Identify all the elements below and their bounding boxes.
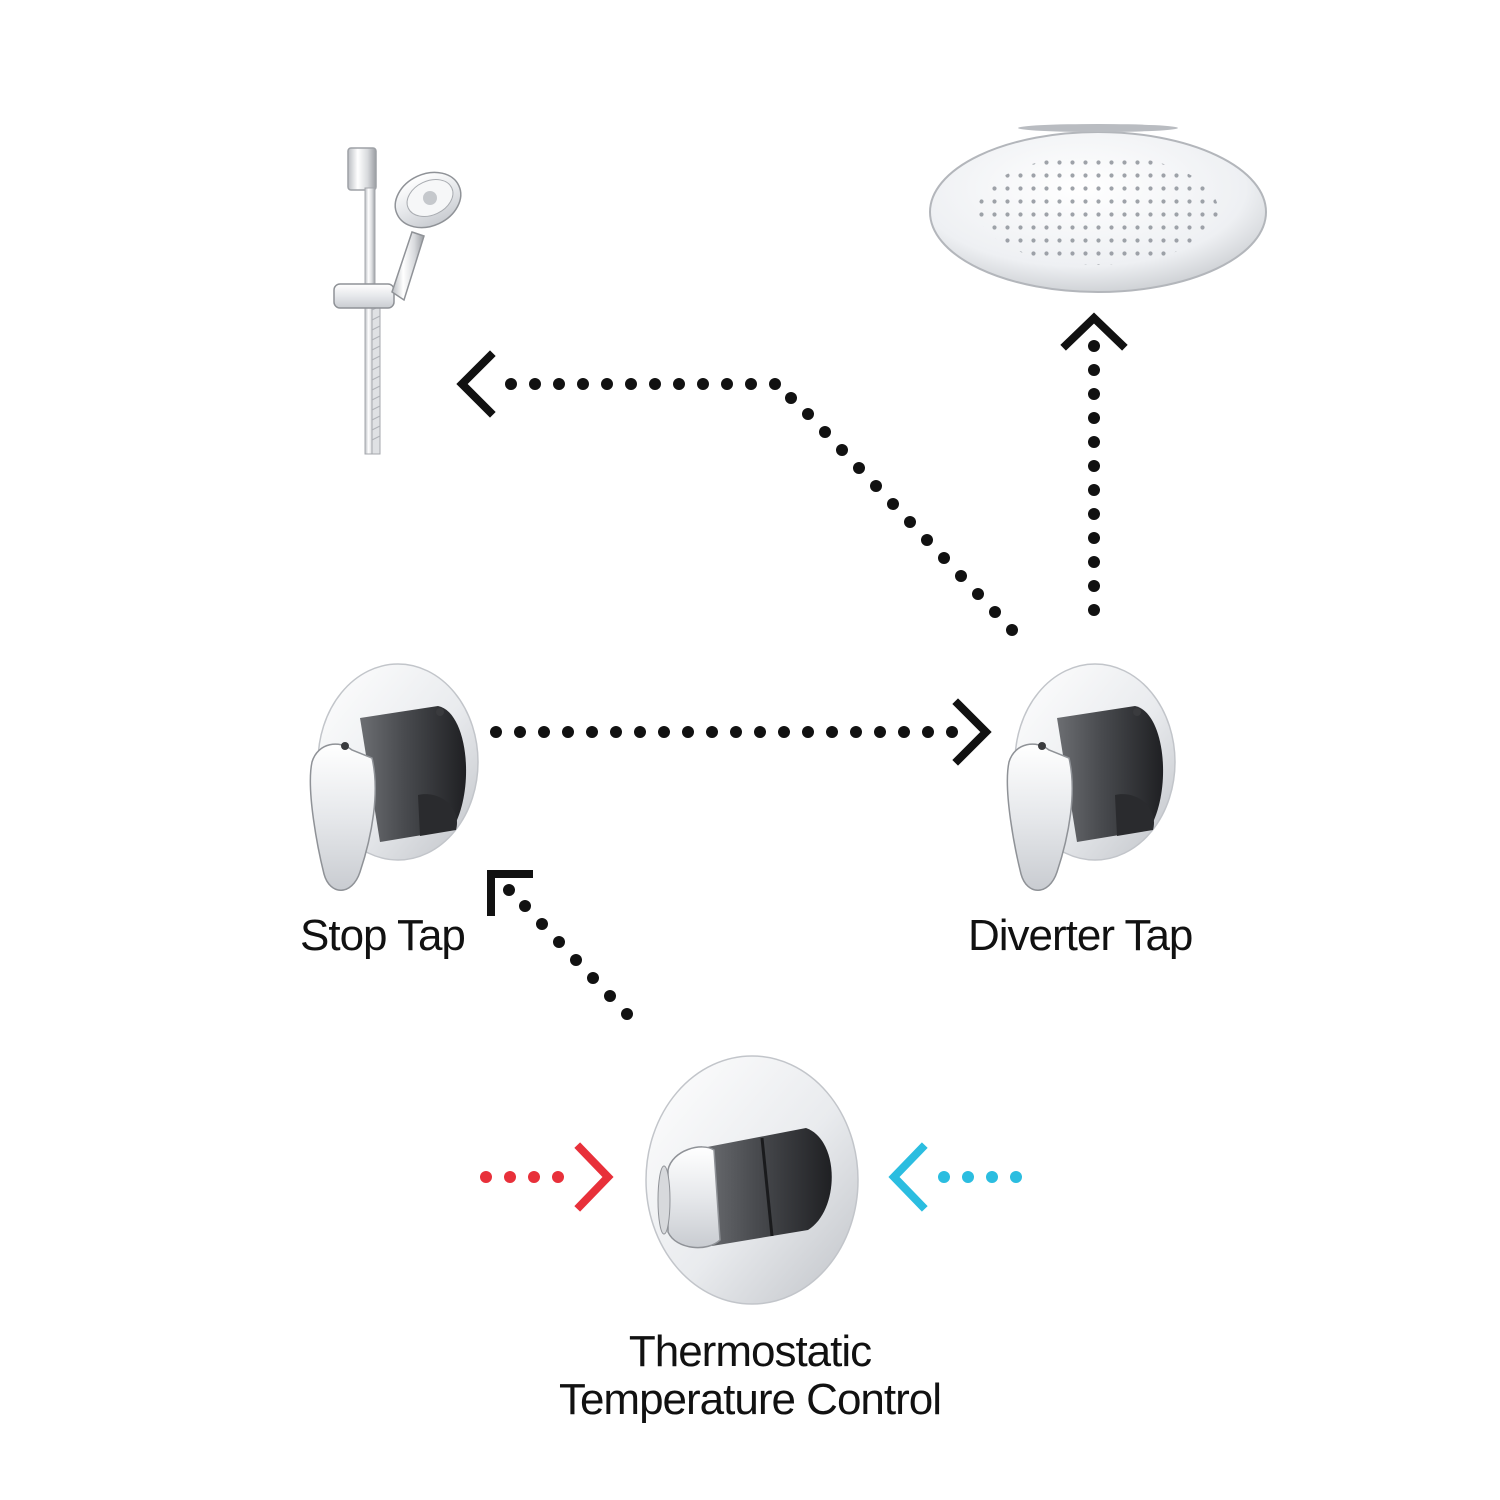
diverter-tap-label: Diverter Tap [968, 911, 1193, 960]
cold-water-inlet-arrow [888, 1142, 1022, 1212]
flow-arrow-stop-to-diverter [490, 698, 992, 766]
slide-rail-shower-icon [333, 147, 462, 455]
thermostatic-control-label: Thermostatic Temperature Control [500, 1328, 1000, 1423]
thermostatic-label-line2: Temperature Control [558, 1374, 942, 1424]
stop-tap-label: Stop Tap [300, 911, 466, 960]
diverter-tap-valve-icon [1006, 663, 1176, 891]
rain-shower-head-icon [929, 124, 1267, 293]
hot-water-inlet-arrow [480, 1142, 614, 1212]
stop-tap-valve-icon [309, 663, 479, 891]
flow-arrow-thermostatic-to-stop [487, 870, 633, 1020]
thermostatic-label-line1: Thermostatic [628, 1327, 872, 1376]
thermostatic-valve-icon [645, 1055, 859, 1305]
flow-arrow-diverter-to-overhead [1060, 312, 1128, 616]
flow-arrow-diverter-to-handset [456, 350, 1018, 636]
